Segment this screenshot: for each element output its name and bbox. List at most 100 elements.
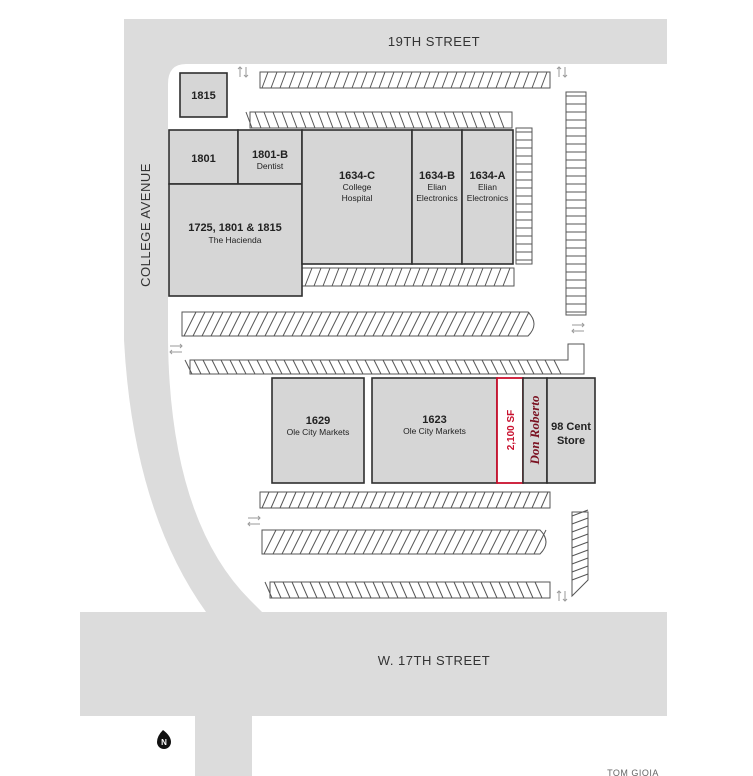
street-label-17th: W. 17TH STREET (378, 653, 490, 668)
parking-stall (297, 491, 306, 509)
parking-row (259, 491, 551, 509)
parking-stall (355, 359, 364, 375)
parking-stall (291, 581, 300, 599)
parking-stall (354, 581, 363, 599)
unit-1629: 1629 Ole City Markets (271, 377, 365, 484)
parking-stall (333, 71, 341, 89)
parking-stall (417, 581, 426, 599)
parking-stall (432, 491, 441, 509)
parking-stall (274, 359, 283, 375)
parking-stall (326, 529, 340, 555)
parking-stall (264, 311, 278, 337)
parking-stall (488, 529, 502, 555)
parking-stall (309, 311, 323, 337)
parking-stall (468, 491, 477, 509)
parking-stall (306, 491, 315, 509)
parking-stall (425, 111, 433, 129)
parking-stall (345, 581, 354, 599)
parking-stall (291, 311, 305, 337)
parking-stall (504, 491, 513, 509)
parking-stall (254, 111, 262, 129)
parking-stall (471, 581, 480, 599)
parking-stall (441, 71, 449, 89)
parking-stall (489, 311, 503, 337)
parking-stall (408, 311, 422, 337)
parking-stall (396, 491, 405, 509)
parking-stall (324, 491, 333, 509)
parking-stall (398, 111, 406, 129)
parking-stall (322, 267, 331, 287)
parking-stall (247, 359, 256, 375)
parking-stall (513, 491, 522, 509)
parking-stall (517, 359, 526, 375)
parking-stall (313, 267, 322, 287)
two-way-arrow-icon (247, 515, 261, 527)
parking-lots (181, 71, 589, 599)
unit-number: 1634-C (339, 170, 375, 182)
parking-stall (353, 111, 361, 129)
parking-stall (362, 111, 370, 129)
parking-stall (376, 267, 385, 287)
parking-stall (439, 267, 448, 287)
parking-stall (256, 359, 265, 375)
parking-stall (238, 359, 247, 375)
unit-1801: 1801 (168, 129, 239, 185)
parking-stall (351, 71, 359, 89)
available-size-label: 2,100 SF (506, 410, 517, 451)
parking-stall (387, 491, 396, 509)
parking-stall (387, 71, 395, 89)
available-space[interactable]: 2,100 SF (496, 377, 524, 484)
parking-stall (502, 267, 511, 287)
parking-stall (515, 529, 529, 555)
parking-stall (318, 311, 332, 337)
parking-stall (493, 267, 502, 287)
parking-stall (390, 581, 399, 599)
don-roberto-logo: Don Roberto (527, 395, 542, 465)
parking-row (261, 529, 547, 555)
tenant-name: Ole City Markets (287, 427, 350, 437)
parking-stall (220, 359, 229, 375)
parking-stall (328, 359, 337, 375)
parking-stall (417, 311, 431, 337)
parking-stall (310, 359, 319, 375)
parking-stall (308, 529, 322, 555)
parking-stall (571, 517, 589, 525)
parking-stall (531, 71, 539, 89)
parking-stall (326, 111, 334, 129)
unit-the-hacienda: 1725, 1801 & 1815 The Hacienda (168, 183, 303, 297)
parking-stall (300, 581, 309, 599)
parking-stall (309, 581, 318, 599)
parking-stall (448, 267, 457, 287)
street-label-19th: 19TH STREET (388, 34, 480, 49)
parking-stall (342, 491, 351, 509)
unit-1623: 1623 Ole City Markets (371, 377, 498, 484)
parking-stall (279, 491, 288, 509)
parking-stall (192, 311, 206, 337)
parking-stall (282, 581, 291, 599)
parking-stall (444, 581, 453, 599)
parking-stall (229, 359, 238, 375)
parking-stall (407, 111, 415, 129)
parking-stall (461, 529, 475, 555)
parking-stall (363, 311, 377, 337)
parking-stall (412, 267, 421, 287)
parking-stall (381, 311, 395, 337)
credit-text: TOM GIOIA (607, 768, 659, 776)
unit-number: 1801 (191, 153, 215, 165)
parking-stall (479, 111, 487, 129)
parking-stall (443, 111, 451, 129)
unit-number: 1815 (191, 90, 215, 102)
unit-number: 1629 (306, 415, 330, 427)
parking-stall (331, 267, 340, 287)
parking-stall (453, 311, 467, 337)
parking-stall (453, 581, 462, 599)
parking-stall (364, 359, 373, 375)
parking-stall (463, 359, 472, 375)
parking-stall (358, 267, 367, 287)
parking-stall (498, 581, 507, 599)
two-way-arrow-icon (169, 343, 183, 355)
parking-stall (466, 267, 475, 287)
parking-stall (245, 111, 253, 129)
parking-stall (336, 581, 345, 599)
parking-stall (423, 491, 432, 509)
